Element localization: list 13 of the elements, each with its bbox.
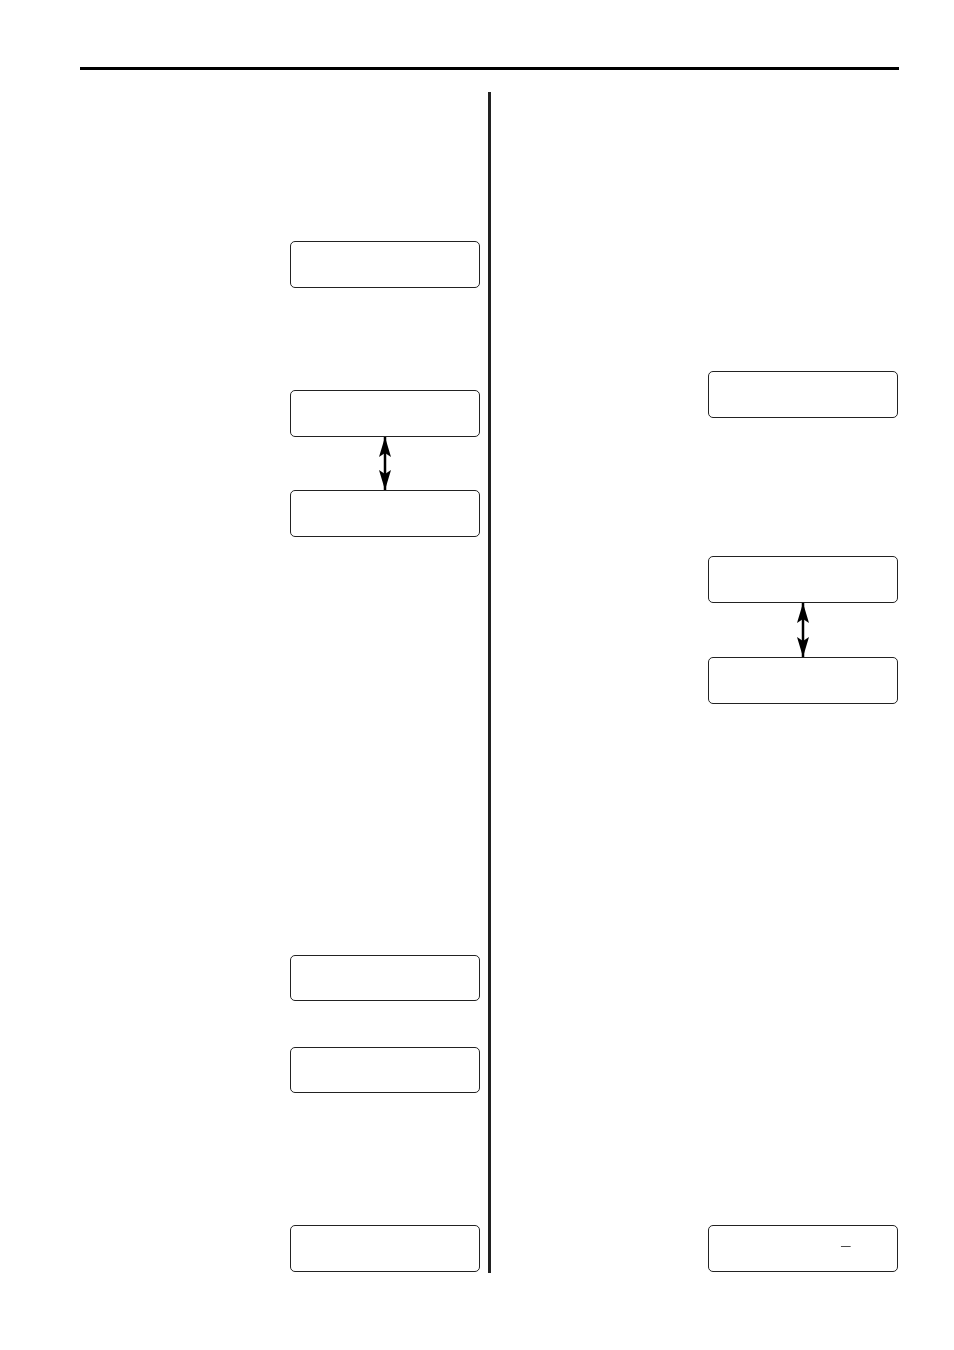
display-panel — [290, 490, 480, 537]
display-panel — [290, 390, 480, 437]
display-panel — [290, 1225, 480, 1272]
display-panel — [290, 955, 480, 1001]
display-panel — [290, 1047, 480, 1093]
display-text: _ — [841, 1231, 851, 1251]
display-panel — [708, 556, 898, 603]
double-arrow — [379, 437, 391, 490]
display-panel — [708, 371, 898, 418]
double-arrow — [797, 603, 809, 657]
display-panel — [290, 241, 480, 288]
display-panel — [708, 657, 898, 704]
display-panel — [708, 1225, 898, 1272]
